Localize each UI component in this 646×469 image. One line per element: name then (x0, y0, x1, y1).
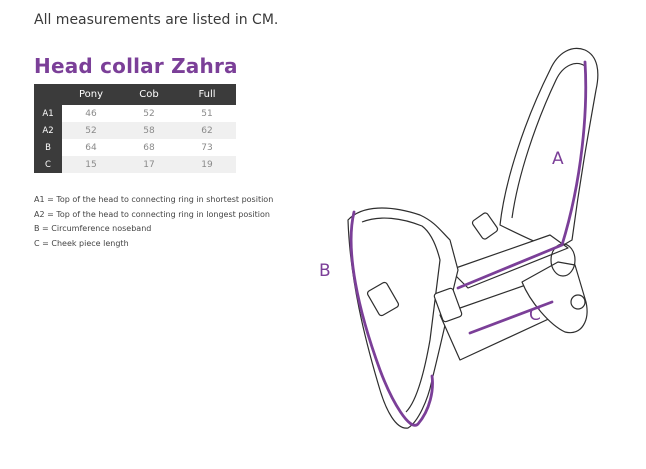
column-header-cob: Cob (120, 84, 178, 105)
row-label: C (34, 156, 62, 173)
clip-ring (570, 294, 586, 310)
table-row: A1 46 52 51 (34, 105, 236, 122)
throat-strap-shape (449, 234, 569, 289)
noseband-inner (361, 217, 441, 413)
table-corner (34, 84, 62, 105)
table-row: A2 52 58 62 (34, 122, 236, 139)
row-label: B (34, 139, 62, 156)
table-row: C 15 17 19 (34, 156, 236, 173)
table-cell: 73 (201, 142, 213, 153)
table-cell: 52 (62, 122, 120, 139)
head-collar-illustration: A B C (319, 47, 599, 429)
table-cell: 68 (143, 142, 155, 153)
table-cell: 46 (85, 108, 97, 119)
cheek-piece-shape (521, 261, 588, 334)
table-cell: 62 (178, 122, 236, 139)
buckle-left (366, 281, 400, 317)
page-title: Head collar Zahra (34, 54, 238, 78)
column-header-pony: Pony (62, 84, 120, 105)
intro-text: All measurements are listed in CM. (34, 12, 279, 28)
table-header-row: Pony Cob Full (34, 84, 236, 105)
crown-piece-padding (511, 62, 586, 219)
measure-line-c (468, 300, 554, 335)
table-cell: 52 (143, 108, 155, 119)
measurement-legend: A1 = Top of the head to connecting ring … (34, 193, 273, 251)
table-cell: 51 (201, 108, 213, 119)
measure-line-a (456, 60, 588, 290)
table-row: B 64 68 73 (34, 139, 236, 156)
row-label: A2 (34, 122, 62, 139)
table-cell: 17 (120, 156, 178, 173)
label-a: A (552, 149, 564, 169)
legend-item-a1: A1 = Top of the head to connecting ring … (34, 195, 274, 204)
buckle-throat (471, 212, 499, 240)
row-label: A1 (34, 105, 62, 122)
table-cell: 15 (62, 156, 120, 173)
label-b: B (319, 261, 331, 281)
size-table: Pony Cob Full A1 46 52 51 A2 52 58 62 B … (34, 84, 236, 173)
legend-item-b: B = Circumference noseband (34, 224, 152, 233)
column-header-full: Full (178, 84, 236, 105)
label-c: C (529, 305, 541, 325)
legend-item-a2: A2 = Top of the head to connecting ring … (34, 209, 270, 219)
table-cell: 58 (120, 122, 178, 139)
legend-item-c: C = Cheek piece length (34, 238, 129, 248)
measure-line-b (349, 210, 434, 427)
buckle-right (433, 287, 463, 323)
table-cell: 19 (178, 156, 236, 173)
table-cell: 64 (85, 142, 97, 153)
